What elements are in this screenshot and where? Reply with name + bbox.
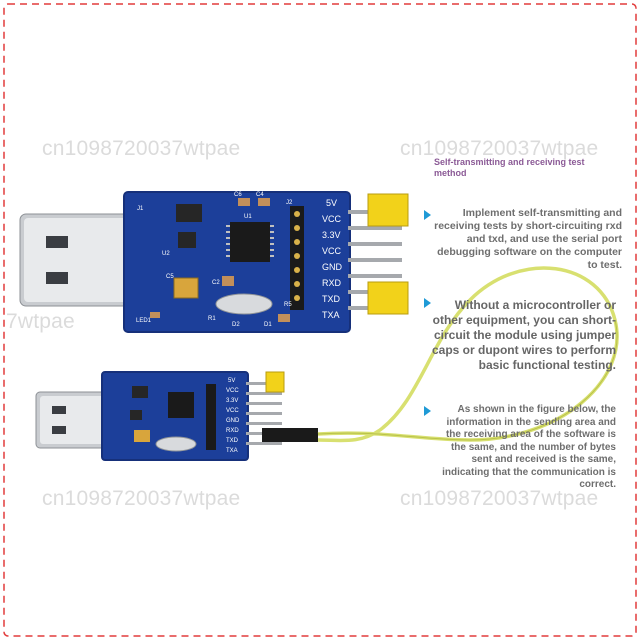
paragraph-self-test: Implement self-transmitting and receivin… <box>434 207 622 271</box>
bullet-arrow-icon <box>424 406 431 416</box>
small-pin-label: TXD <box>226 438 239 444</box>
watermark-right: cn1098720037wtpae <box>400 137 599 160</box>
bullet-arrow-icon <box>424 298 431 308</box>
silk-label: C4 <box>256 192 264 198</box>
silk-label: D1 <box>264 322 272 328</box>
large-pin-label: RXD <box>322 278 342 288</box>
large-pin-label: 5V <box>326 198 337 208</box>
large-pin-label: GND <box>322 262 343 272</box>
silk-label: C6 <box>234 192 242 198</box>
large-pin-label: 3.3V <box>322 230 341 240</box>
watermark-edge: 7wtpae <box>6 310 75 333</box>
small-pin-label: RXD <box>226 428 239 434</box>
silk-label: U1 <box>244 214 252 220</box>
silk-label: J1 <box>137 206 144 212</box>
silk-label: D2 <box>232 322 240 328</box>
watermark-bottom-right: cn1098720037wtpae <box>400 487 599 510</box>
paragraph-result: As shown in the figure below, the inform… <box>442 404 616 490</box>
large-pin-label: VCC <box>322 214 342 224</box>
silk-label: C5 <box>166 274 174 280</box>
small-pin-label: 3.3V <box>226 398 238 404</box>
silk-label: LED1 <box>136 318 152 324</box>
silk-label: C2 <box>212 280 220 286</box>
large-pin-label: TXA <box>322 310 340 320</box>
small-pin-label: VCC <box>226 408 239 414</box>
small-pin-label: VCC <box>226 388 239 394</box>
silk-label: R5 <box>284 302 292 308</box>
large-pin-label: VCC <box>322 246 342 256</box>
large-pin-label: TXD <box>322 294 341 304</box>
watermark-left: cn1098720037wtpae <box>42 137 241 160</box>
silk-label: R1 <box>208 316 216 322</box>
paragraph-no-mcu: Without a microcontroller or other equip… <box>431 298 616 372</box>
silk-label: J2 <box>286 200 293 206</box>
section-heading: Self-transmitting and receiving test met… <box>434 157 585 178</box>
small-pin-label: TXA <box>226 448 238 454</box>
small-pin-label: 5V <box>228 378 235 384</box>
silk-label: U2 <box>162 251 170 257</box>
small-pin-label: GND <box>226 418 240 424</box>
watermark-bottom-left: cn1098720037wtpae <box>42 487 241 510</box>
bullet-arrow-icon <box>424 210 431 220</box>
